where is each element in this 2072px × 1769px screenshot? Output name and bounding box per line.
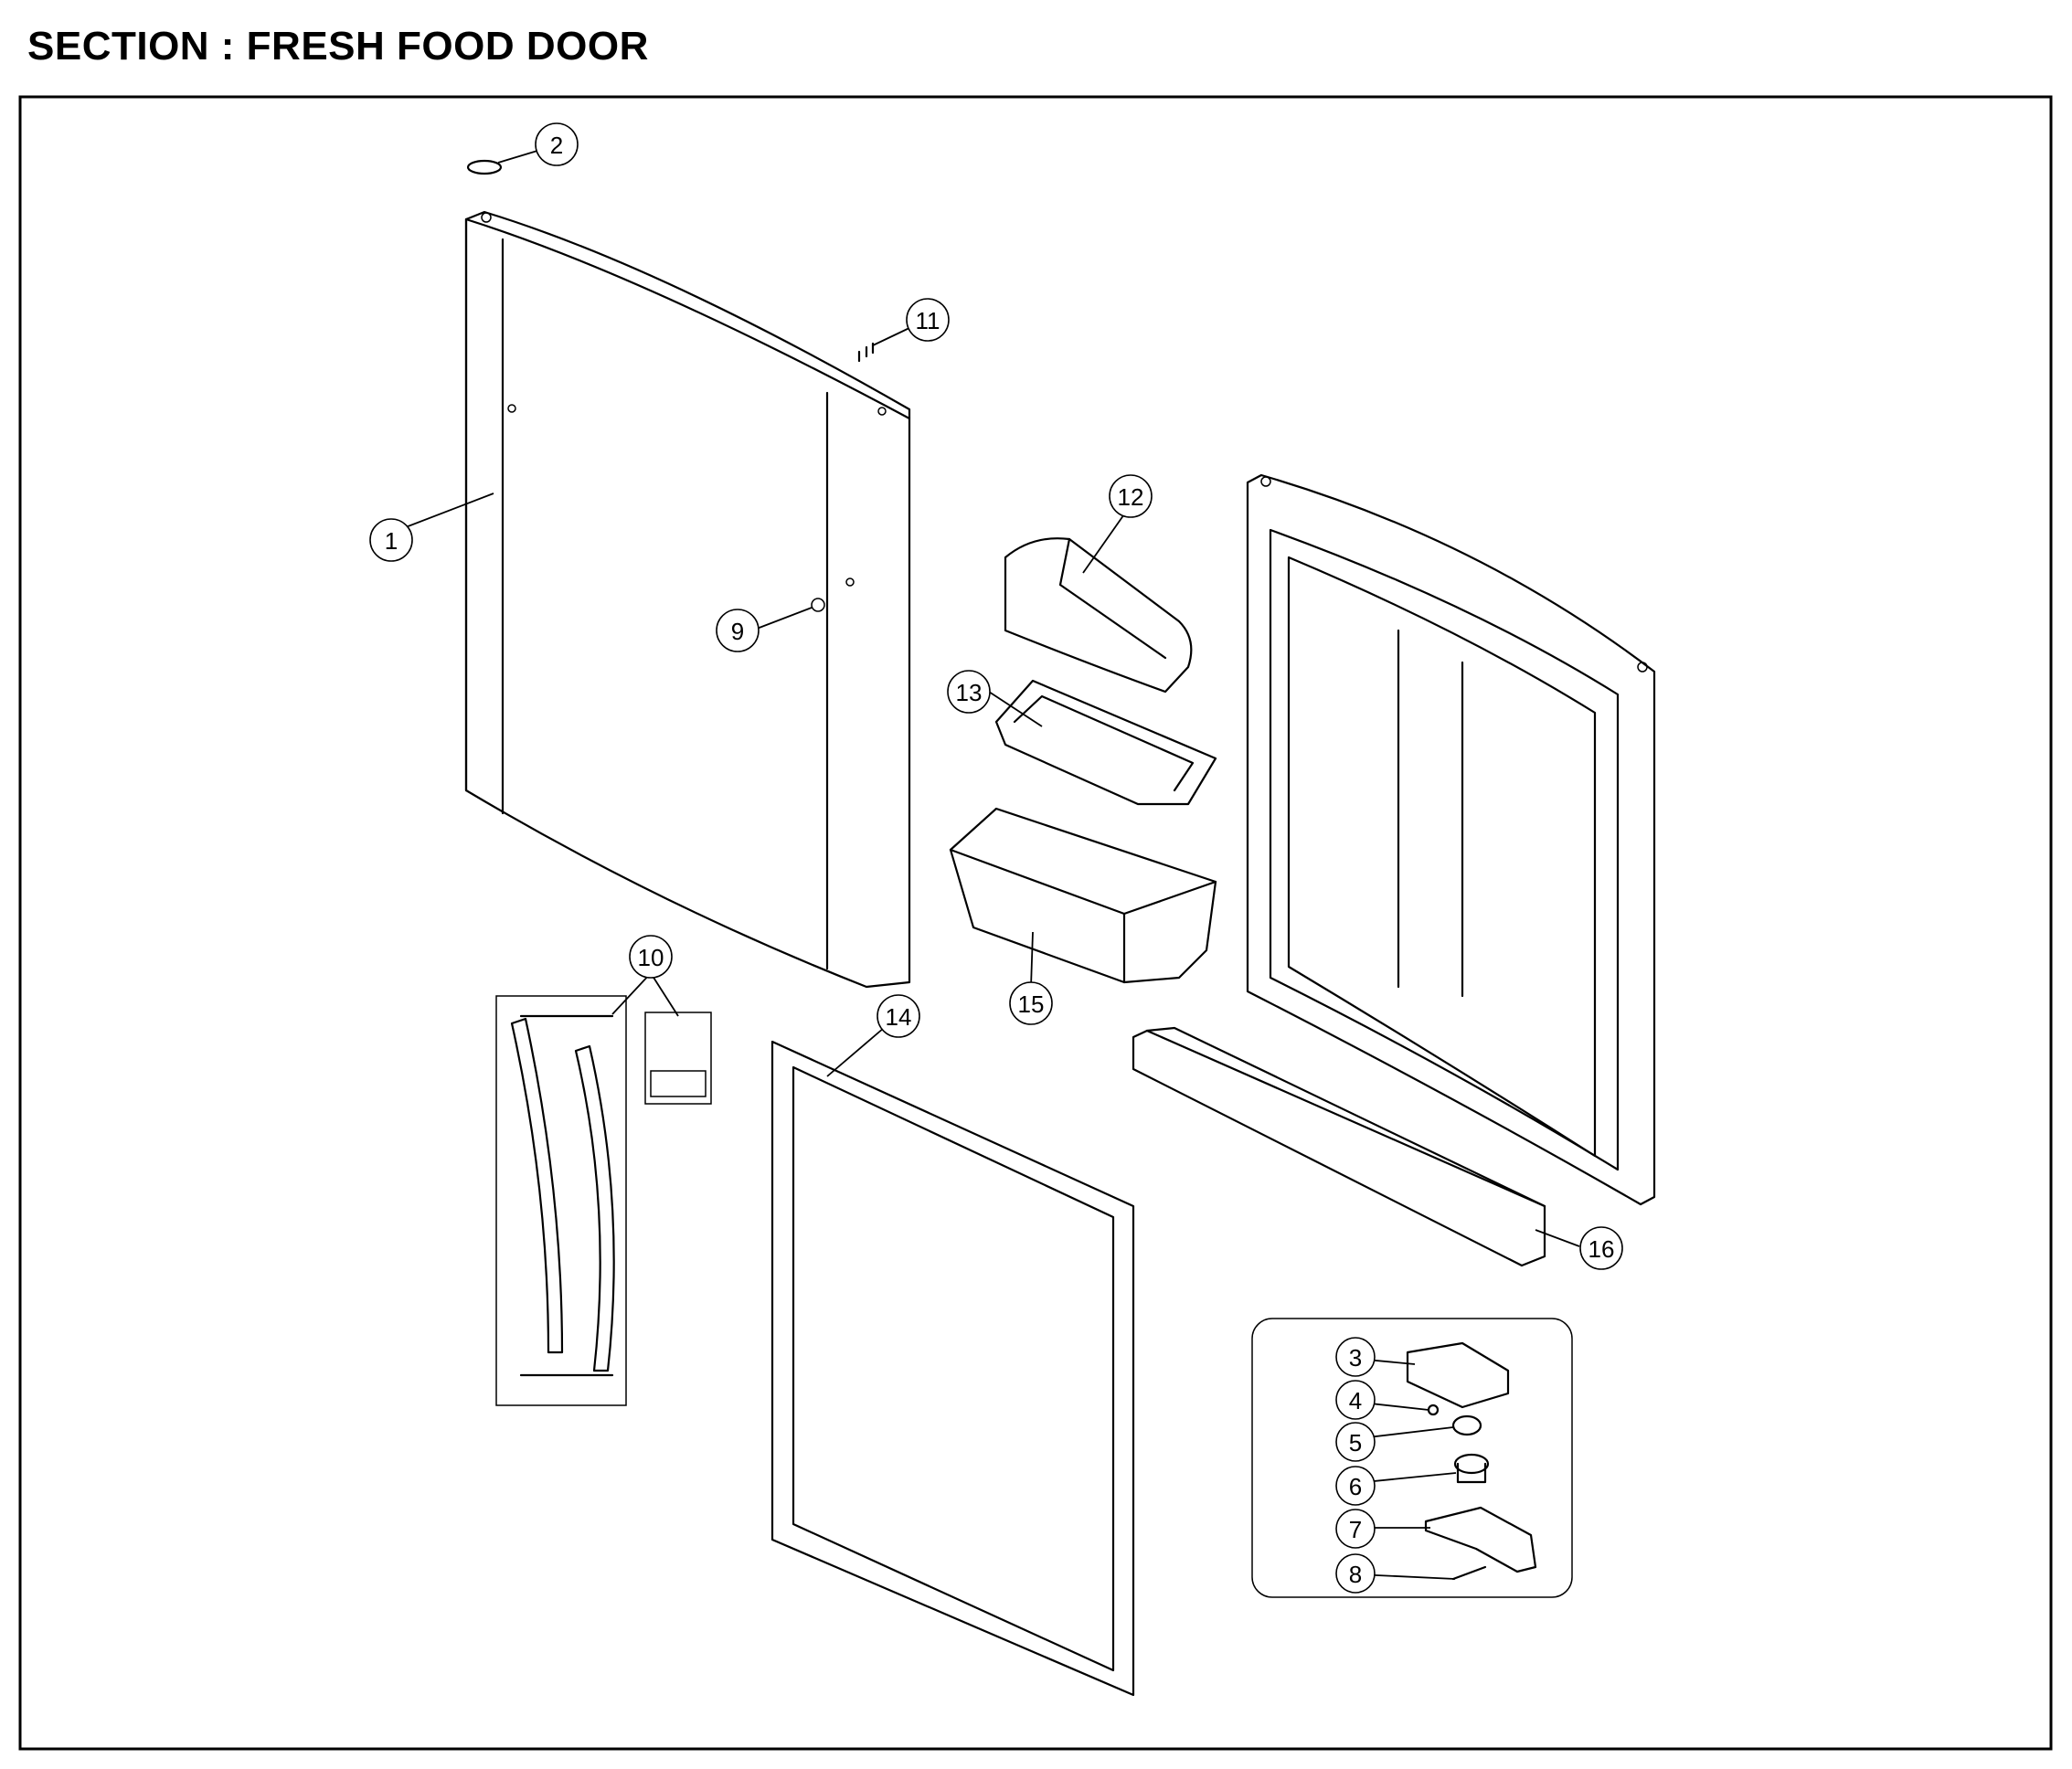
diagram-frame <box>18 95 2053 1751</box>
callout-label: 3 <box>1349 1344 1362 1372</box>
part-screws-top <box>857 342 875 363</box>
callout-label: 10 <box>638 944 664 971</box>
callout-2: 2 <box>535 122 579 166</box>
part-hinge-bolt <box>1451 1565 1487 1581</box>
callout-4: 4 <box>1335 1380 1376 1420</box>
callout-14: 14 <box>877 994 920 1038</box>
callout-label: 14 <box>886 1003 912 1031</box>
callout-3: 3 <box>1335 1337 1376 1377</box>
part-hinge-screw <box>1427 1404 1440 1416</box>
part-long-door-bin <box>1132 1026 1546 1267</box>
callout-label: 5 <box>1349 1429 1362 1457</box>
part-handle-assembly <box>495 995 712 1406</box>
part-door-outer-panel <box>464 210 911 989</box>
callout-label: 11 <box>916 307 940 334</box>
part-dairy-cover <box>1004 537 1193 694</box>
callout-12: 12 <box>1109 474 1153 518</box>
callout-label: 2 <box>550 132 563 159</box>
part-dairy-tray <box>994 679 1217 806</box>
callout-16: 16 <box>1579 1226 1623 1270</box>
part-hinge-plate <box>1406 1341 1510 1409</box>
callout-label: 16 <box>1589 1235 1615 1263</box>
callout-label: 12 <box>1118 483 1144 511</box>
callout-label: 6 <box>1349 1473 1362 1500</box>
part-gasket <box>770 1040 1135 1697</box>
callout-1: 1 <box>369 518 413 562</box>
part-door-bin <box>949 807 1217 984</box>
callout-label: 4 <box>1349 1387 1362 1414</box>
hinge-detail-box <box>1251 1318 1573 1598</box>
callout-label: 15 <box>1018 990 1045 1018</box>
callout-13: 13 <box>947 670 991 714</box>
callout-15: 15 <box>1009 981 1053 1025</box>
callout-5: 5 <box>1335 1422 1376 1462</box>
callout-label: 13 <box>956 679 983 706</box>
section-title: SECTION : FRESH FOOD DOOR <box>27 24 649 69</box>
callout-11: 11 <box>906 298 950 342</box>
part-cap <box>466 159 503 175</box>
callout-7: 7 <box>1335 1509 1376 1549</box>
part-door-liner <box>1246 473 1656 1206</box>
callout-label: 7 <box>1349 1516 1362 1543</box>
callout-6: 6 <box>1335 1466 1376 1506</box>
callout-label: 1 <box>385 527 398 555</box>
callout-9: 9 <box>716 609 760 652</box>
callout-label: 9 <box>731 618 744 645</box>
part-lower-hinge-bracket <box>1424 1506 1537 1573</box>
part-hinge-pin <box>1453 1453 1490 1484</box>
callout-10: 10 <box>629 935 673 979</box>
callout-8: 8 <box>1335 1553 1376 1594</box>
part-washer <box>1451 1414 1482 1436</box>
callout-label: 8 <box>1349 1561 1362 1588</box>
